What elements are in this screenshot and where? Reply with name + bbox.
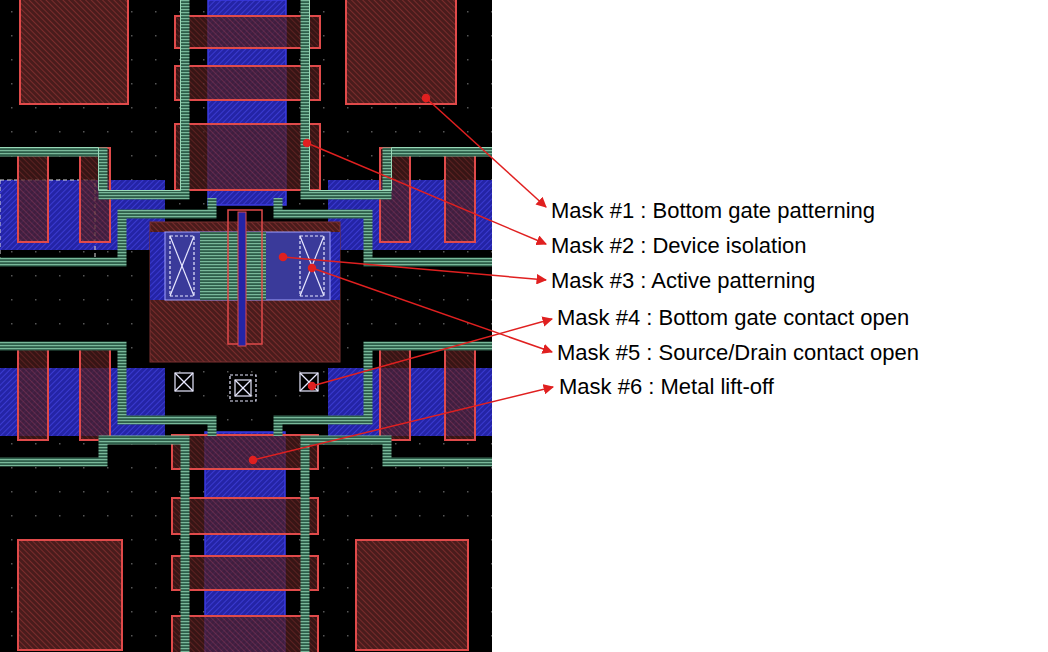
leader-line <box>307 143 546 244</box>
mask-layout <box>0 0 492 652</box>
callout-label: Mask #1 : Bottom gate patterning <box>551 198 875 224</box>
leader-dot <box>309 265 316 272</box>
callout-label: Mask #2 : Device isolation <box>551 233 807 259</box>
leader-dot <box>309 383 316 390</box>
leader-line <box>312 319 552 386</box>
leader-dot <box>280 254 287 261</box>
leader-line <box>253 387 553 460</box>
leader-dot <box>250 457 257 464</box>
leader-dot <box>304 140 311 147</box>
leader-line <box>283 257 546 280</box>
callout-label: Mask #6 : Metal lift-off <box>559 374 774 400</box>
leader-line <box>426 98 546 207</box>
callout-label: Mask #5 : Source/Drain contact open <box>557 340 919 366</box>
leader-line <box>312 268 552 352</box>
leader-dot <box>423 95 430 102</box>
callout-label: Mask #3 : Active patterning <box>551 268 815 294</box>
callout-label: Mask #4 : Bottom gate contact open <box>557 305 909 331</box>
